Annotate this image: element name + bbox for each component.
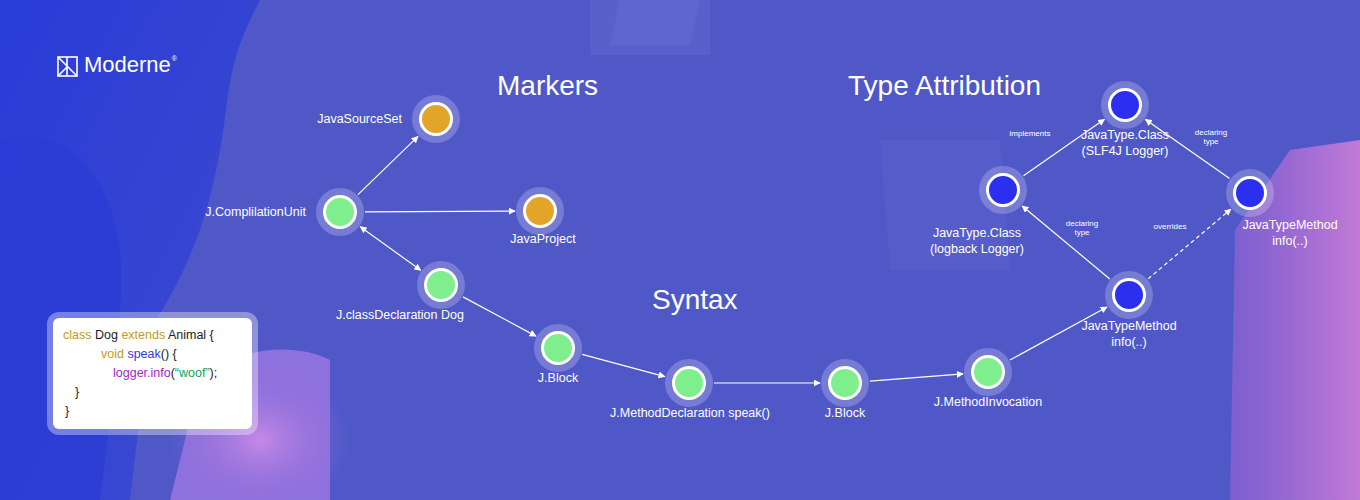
- graph-node: J.classDeclaration Dog: [417, 261, 465, 309]
- connector-arrow: [360, 227, 420, 271]
- node-label: JavaSourceSet: [317, 111, 402, 127]
- graph-node: JavaType.Class (SLF4J Logger): [1101, 81, 1149, 129]
- edge-label: declaring type: [1060, 219, 1104, 237]
- connector-arrow: [365, 211, 515, 213]
- node-circle: [419, 102, 453, 136]
- edge-label: implements: [1008, 129, 1052, 138]
- code-line: logger.info(“woof”);: [63, 364, 242, 383]
- code-line: void speak() {: [63, 345, 242, 364]
- graph-node: J.Block: [821, 359, 869, 407]
- connector-arrow: [358, 136, 418, 194]
- graph-node: JavaSourceSet: [412, 95, 460, 143]
- graph-node: JavaTypeMethod info(..): [1226, 169, 1274, 217]
- moderne-logo-icon: [58, 57, 77, 76]
- node-circle: [828, 366, 862, 400]
- code-snippet-box: class Dog extends Animal {void speak() {…: [53, 318, 252, 429]
- node-circle: [541, 331, 575, 365]
- node-circle: [1108, 88, 1142, 122]
- node-label: JavaProject: [510, 231, 575, 247]
- connector-arrow: [870, 374, 963, 381]
- code-line: class Dog extends Animal {: [63, 326, 242, 345]
- graph-node: J.ComplilationUnit: [316, 188, 364, 236]
- connector-arrow: [1010, 307, 1107, 360]
- section-title: Syntax: [652, 284, 738, 316]
- graph-node: J.Block: [534, 324, 582, 372]
- node-label: J.classDeclaration Dog: [336, 307, 464, 323]
- node-circle: [986, 173, 1020, 207]
- node-circle: [672, 366, 706, 400]
- node-label: J.MethodInvocation: [934, 394, 1042, 410]
- node-circle: [323, 195, 357, 229]
- connector-arrow: [1148, 209, 1231, 279]
- graph-node: JavaType.Class (logback Logger): [979, 166, 1027, 214]
- graph-node: JavaProject: [516, 187, 564, 235]
- node-label: J.Block: [538, 370, 578, 386]
- connector-arrow: [582, 354, 665, 376]
- brand-logo-text: ®: [172, 55, 177, 62]
- node-circle: [971, 355, 1005, 389]
- node-label: JavaType.Class (logback Logger): [921, 225, 1033, 257]
- connector-arrow: [463, 297, 536, 336]
- node-circle: [1112, 278, 1146, 312]
- node-label: JavaType.Class (SLF4J Logger): [1069, 127, 1181, 159]
- connector-arrow: [1022, 206, 1110, 279]
- edge-label: overrides: [1148, 222, 1192, 231]
- node-label: JavaTypeMethod info(..): [1234, 217, 1346, 249]
- connector-arrow: [714, 382, 820, 383]
- node-circle: [1233, 176, 1267, 210]
- node-label: J.Block: [825, 405, 865, 421]
- brand-logo-text: Moderne: [84, 52, 171, 78]
- node-label: JavaTypeMethod info(..): [1073, 318, 1185, 350]
- graph-node: JavaTypeMethod info(..): [1105, 271, 1153, 319]
- code-line: }: [63, 383, 242, 402]
- section-title: Markers: [497, 70, 598, 102]
- node-circle: [424, 268, 458, 302]
- graph-node: J.MethodDeclaration speak(): [665, 359, 713, 407]
- node-circle: [523, 194, 557, 228]
- node-label: J.ComplilationUnit: [205, 204, 306, 220]
- node-label: J.MethodDeclaration speak(): [610, 405, 770, 421]
- edge-label: declaring type: [1189, 128, 1233, 146]
- section-title: Type Attribution: [848, 70, 1041, 102]
- graph-node: J.MethodInvocation: [964, 348, 1012, 396]
- code-line: }: [63, 402, 242, 421]
